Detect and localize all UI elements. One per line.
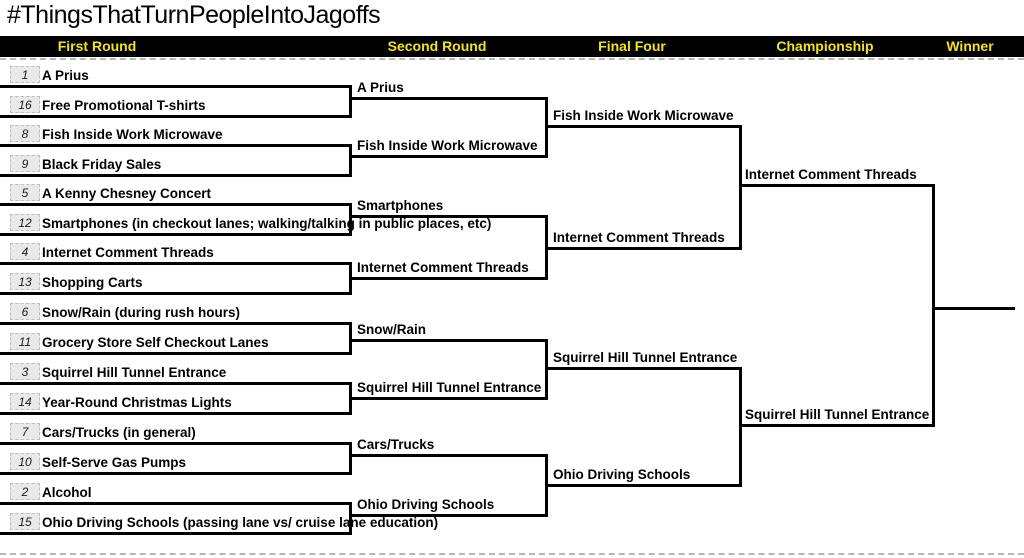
round1-connector [349, 502, 352, 535]
sheet-bottom-dashed-rule [0, 553, 1024, 555]
round2-line [349, 397, 548, 400]
round1-line [0, 322, 352, 325]
round2-line [349, 277, 548, 280]
round2-line [349, 97, 548, 100]
final_four-connector [739, 367, 742, 487]
seed-number: 8 [10, 125, 40, 142]
round2-entry-label: Internet Comment Threads [357, 260, 529, 275]
round1-entry-label: Ohio Driving Schools (passing lane vs/ c… [42, 515, 439, 530]
championship-entry-label: Squirrel Hill Tunnel Entrance [745, 407, 930, 422]
final_four-entry-label: Squirrel Hill Tunnel Entrance [553, 350, 738, 365]
header-championship: Championship [776, 38, 874, 54]
round1-connector [349, 85, 352, 118]
round1-line [0, 174, 352, 177]
round1-connector [349, 442, 352, 475]
header-winner: Winner [946, 38, 994, 54]
seed-number: 1 [10, 66, 40, 83]
round2-line [349, 454, 548, 457]
round1-entry-label: Cars/Trucks (in general) [42, 425, 196, 440]
final_four-line [545, 484, 742, 487]
seed-number: 16 [10, 96, 40, 113]
winner-line [932, 307, 1015, 310]
round1-line [0, 262, 352, 265]
round2-entry-label: Ohio Driving Schools [357, 497, 495, 512]
round1-entry-label: Smartphones (in checkout lanes; walking/… [42, 216, 492, 231]
final_four-entry-label: Ohio Driving Schools [553, 467, 691, 482]
round1-entry-label: Alcohol [42, 485, 92, 500]
round1-entry-label: Grocery Store Self Checkout Lanes [42, 335, 269, 350]
round1-connector [349, 203, 352, 236]
seed-number: 5 [10, 184, 40, 201]
round1-connector [349, 144, 352, 177]
round1-entry-label: Fish Inside Work Microwave [42, 127, 223, 142]
final_four-entry-label: Fish Inside Work Microwave [553, 108, 734, 123]
header-first-round: First Round [57, 38, 137, 54]
seed-number: 10 [10, 453, 40, 470]
seed-number: 14 [10, 393, 40, 410]
championship-connector [932, 184, 935, 427]
round1-line [0, 85, 352, 88]
round1-entry-label: Squirrel Hill Tunnel Entrance [42, 365, 227, 380]
round1-line [0, 352, 352, 355]
round2-entry-label: A Prius [357, 80, 404, 95]
round1-connector [349, 322, 352, 355]
final_four-line [545, 125, 742, 128]
round2-entry-label: Snow/Rain [357, 322, 427, 337]
round1-line [0, 442, 352, 445]
round1-line [0, 412, 352, 415]
seed-number: 3 [10, 363, 40, 380]
seed-number: 11 [10, 333, 40, 350]
round1-line [0, 203, 352, 206]
round-header-bar: First Round Second Round Final Four Cham… [0, 36, 1024, 57]
championship-entry-label: Internet Comment Threads [745, 167, 917, 182]
round1-line [0, 382, 352, 385]
round1-entry-label: Internet Comment Threads [42, 245, 214, 260]
seed-number: 4 [10, 243, 40, 260]
round1-line [0, 502, 352, 505]
round2-entry-label: Squirrel Hill Tunnel Entrance [357, 380, 542, 395]
seed-number: 7 [10, 423, 40, 440]
final_four-connector [739, 125, 742, 250]
header-second-round: Second Round [387, 38, 487, 54]
seed-number: 9 [10, 155, 40, 172]
round1-entry-label: A Kenny Chesney Concert [42, 186, 212, 201]
seed-number: 2 [10, 483, 40, 500]
round1-entry-label: Black Friday Sales [42, 157, 162, 172]
round1-entry-label: Shopping Carts [42, 275, 143, 290]
final_four-line [545, 247, 742, 250]
round2-entry-label: Fish Inside Work Microwave [357, 138, 538, 153]
round1-line [0, 532, 352, 535]
round1-line [0, 292, 352, 295]
round2-entry-label: Cars/Trucks [357, 437, 435, 452]
round2-line [349, 339, 548, 342]
round1-line [0, 144, 352, 147]
seed-number: 12 [10, 214, 40, 231]
header-bottom-dashed-rule [0, 58, 1024, 60]
round2-line [349, 215, 548, 218]
championship-line [739, 424, 935, 427]
round1-entry-label: Year-Round Christmas Lights [42, 395, 232, 410]
round1-line [0, 472, 352, 475]
round1-entry-label: Free Promotional T-shirts [42, 98, 206, 113]
round2-line [349, 514, 548, 517]
round2-entry-label: Smartphones [357, 198, 444, 213]
championship-line [739, 184, 935, 187]
page-title: #ThingsThatTurnPeopleIntoJagoffs [7, 1, 381, 29]
seed-number: 15 [10, 513, 40, 530]
round1-entry-label: Snow/Rain (during rush hours) [42, 305, 240, 320]
round1-line [0, 115, 352, 118]
final_four-entry-label: Internet Comment Threads [553, 230, 725, 245]
seed-number: 6 [10, 303, 40, 320]
round1-line [0, 233, 352, 236]
round2-line [349, 155, 548, 158]
round1-entry-label: A Prius [42, 68, 89, 83]
final_four-line [545, 367, 742, 370]
round1-entry-label: Self-Serve Gas Pumps [42, 455, 187, 470]
seed-number: 13 [10, 273, 40, 290]
header-final-four: Final Four [598, 38, 666, 54]
